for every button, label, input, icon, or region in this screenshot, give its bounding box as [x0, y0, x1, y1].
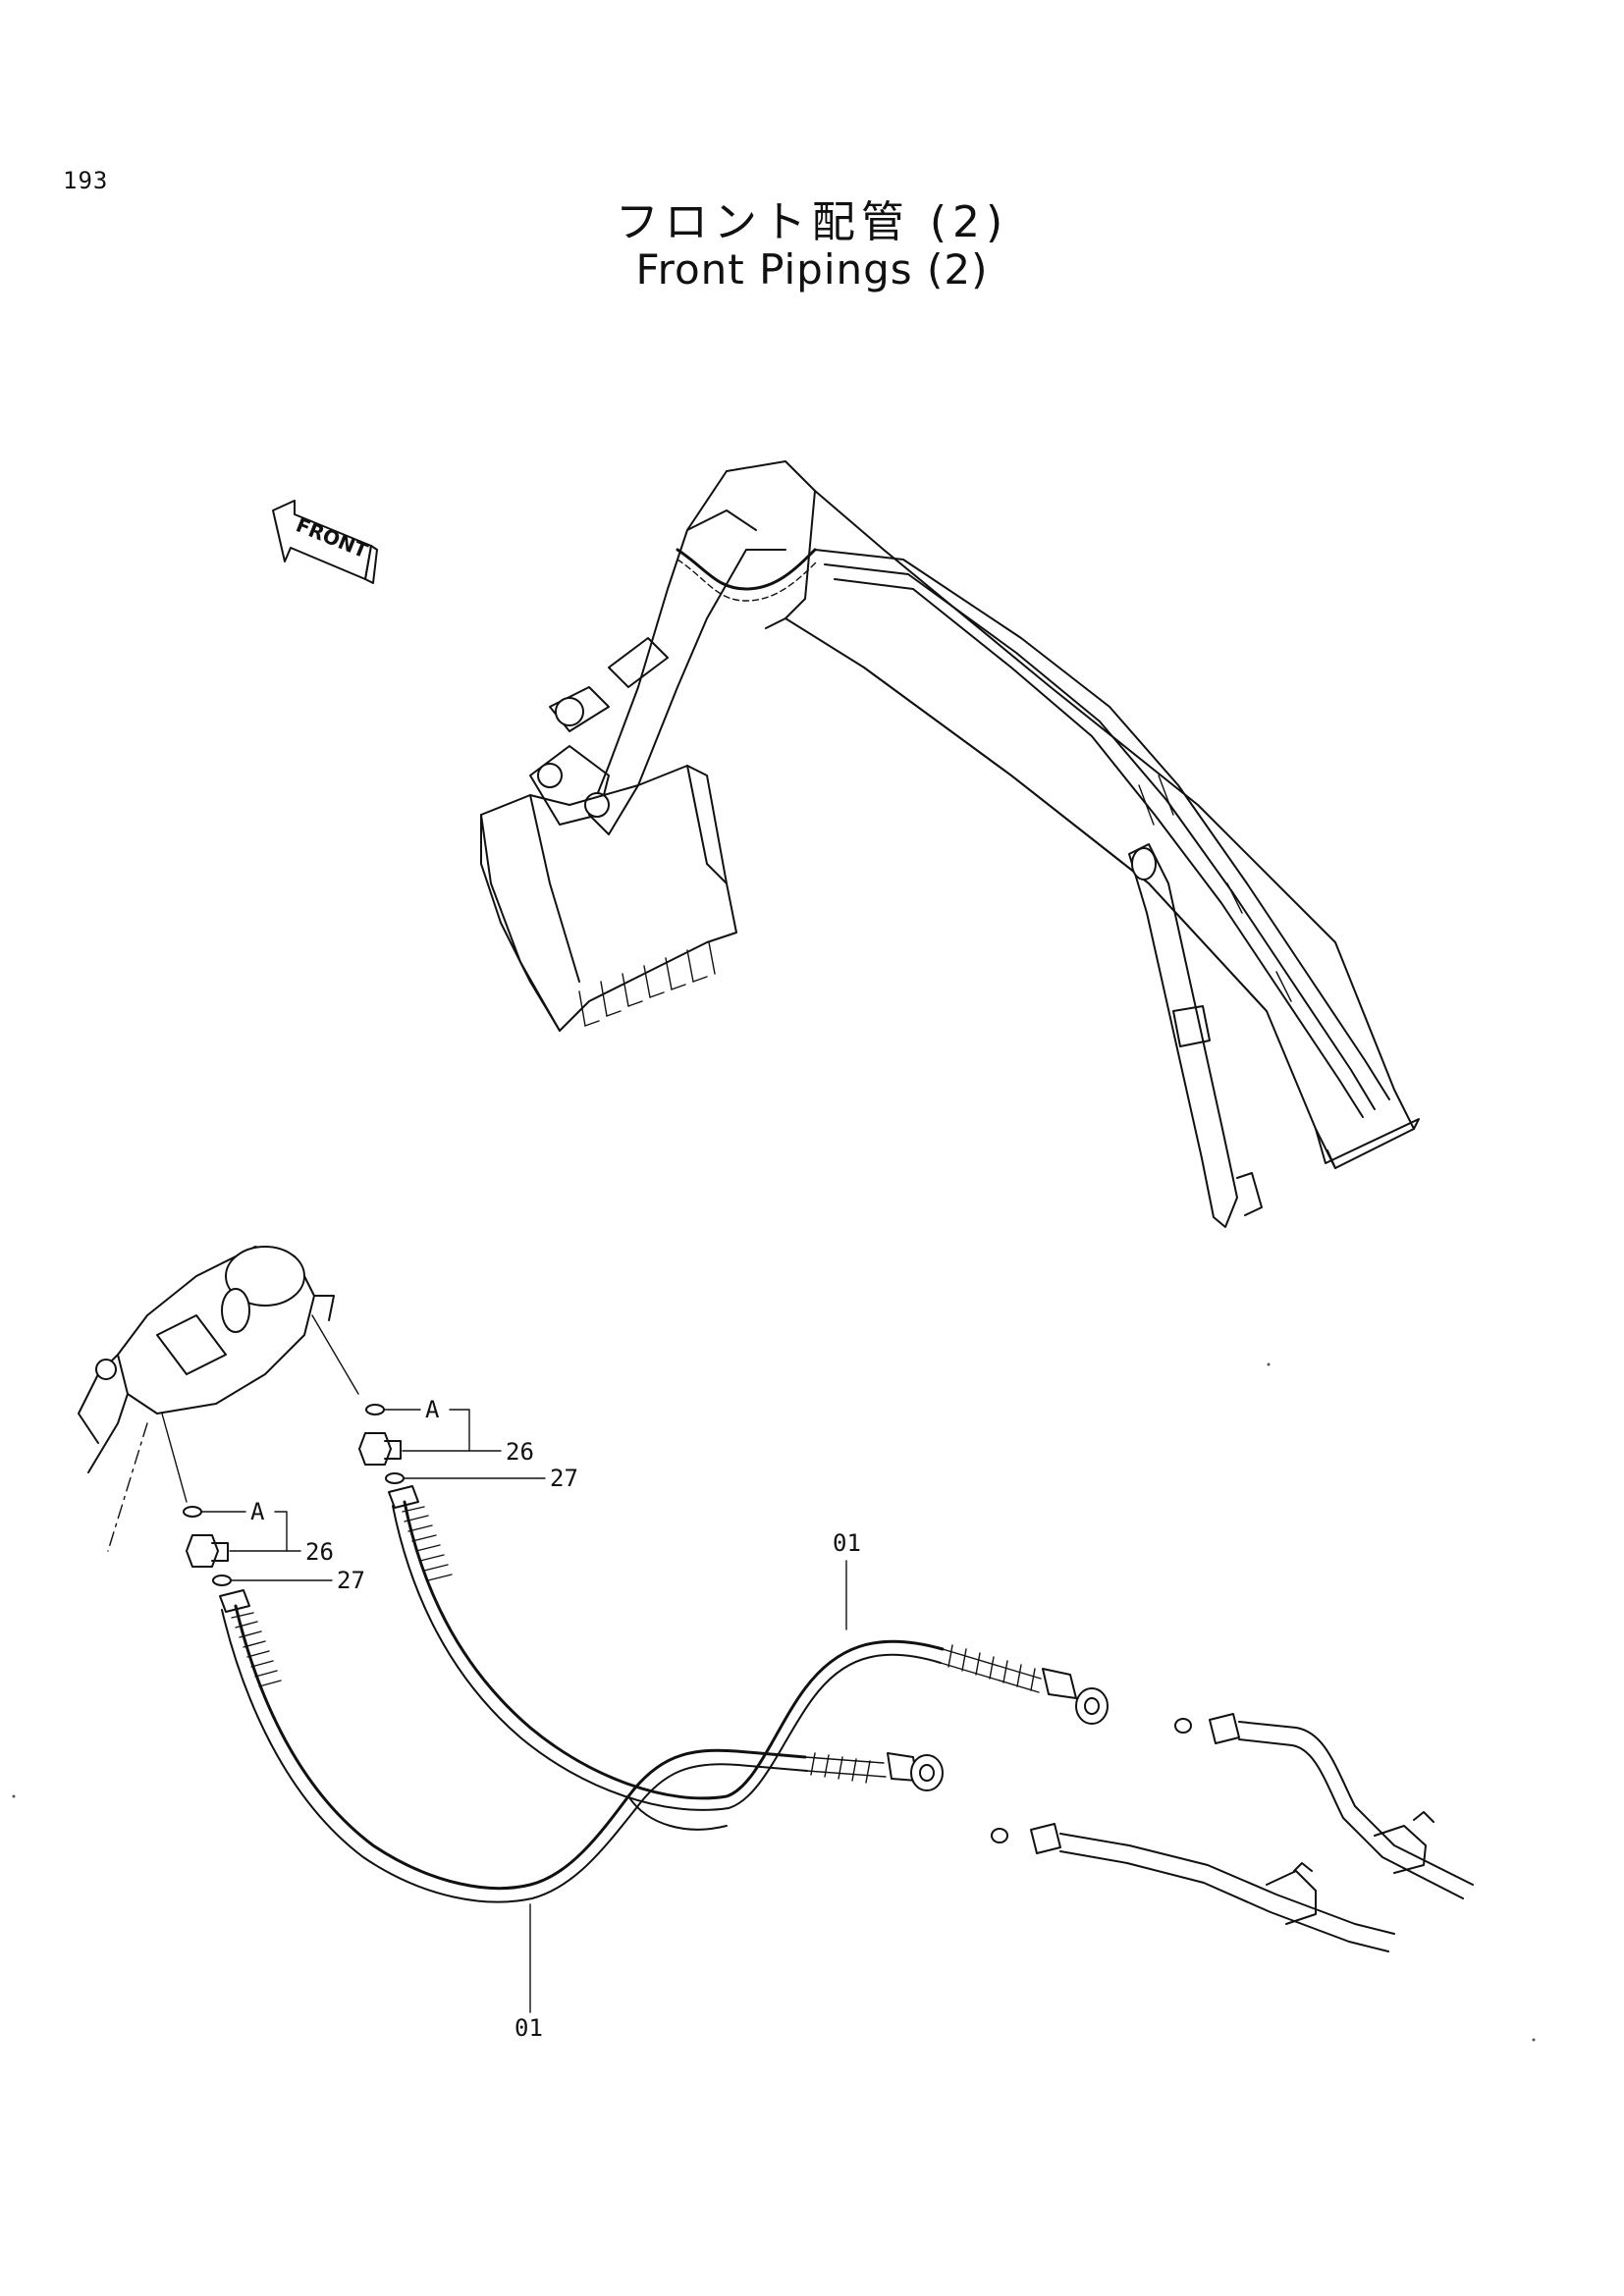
steel-pipes — [991, 1713, 1474, 1952]
fitting-group-lower: A 26 27 — [183, 1498, 365, 1594]
callout-detail-a-upper: A — [425, 1396, 440, 1423]
callout-hose-01-upper: 01 — [833, 1529, 861, 1557]
page-number: 193 — [63, 167, 109, 194]
fitting-group-upper: A 26 27 — [358, 1396, 578, 1492]
callout-part-27-lower: 27 — [337, 1567, 365, 1594]
callout-part-26-upper: 26 — [506, 1438, 534, 1466]
callout-detail-a-lower: A — [250, 1498, 265, 1525]
hose-01-lower: 01 — [219, 1589, 944, 2042]
callout-part-26-lower: 26 — [305, 1538, 334, 1566]
front-arrow-label: FRONT — [293, 512, 371, 562]
front-arrow-icon: FRONT — [272, 500, 378, 584]
callout-hose-01-lower: 01 — [514, 2014, 543, 2042]
page-title-english: Front Pipings (2) — [635, 245, 989, 294]
hose-01-upper: 01 — [388, 1485, 1109, 1811]
page-title-japanese: フロント配管 (2) — [615, 197, 1009, 247]
callout-part-27-upper: 27 — [550, 1465, 578, 1492]
cylinder-detail — [78, 1246, 359, 1552]
excavator-front-attachment — [480, 460, 1420, 1228]
